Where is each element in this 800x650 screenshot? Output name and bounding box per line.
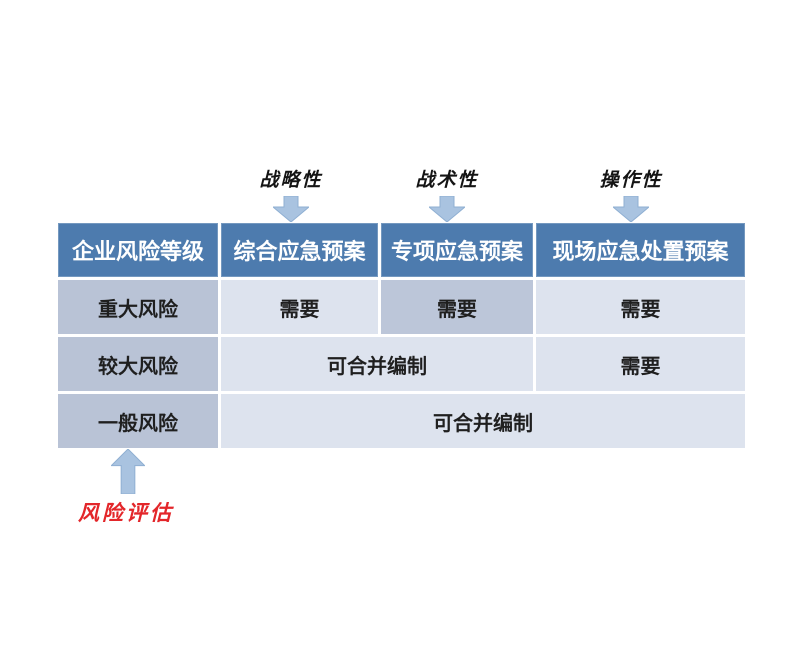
cell-major-special: 需要 [381,280,533,334]
row-label-major-risk: 重大风险 [58,280,218,334]
annotation-label-tactical: 战术性 [415,169,479,191]
header-onsite-plan: 现场应急处置预案 [536,223,745,277]
header-special-plan: 专项应急预案 [381,223,533,277]
annotation-operational: 操作性 [571,165,691,222]
down-arrow-icon [613,196,649,222]
annotation-tactical: 战术性 [387,165,507,222]
annotation-label-strategic: 战略性 [259,169,323,191]
cell-major-comprehensive: 需要 [221,280,378,334]
risk-assessment-label: 风险评估 [78,500,174,525]
cell-major-onsite: 需要 [536,280,745,334]
row-label-larger-risk: 较大风险 [58,337,218,391]
header-risk-level: 企业风险等级 [58,223,218,277]
annotation-label-operational: 操作性 [599,169,663,191]
cell-larger-merged: 可合并编制 [221,337,533,391]
cell-larger-onsite: 需要 [536,337,745,391]
header-comprehensive-plan: 综合应急预案 [221,223,378,277]
down-arrow-icon [429,196,465,222]
row-label-general-risk: 一般风险 [58,394,218,448]
risk-plan-table: 企业风险等级 综合应急预案 专项应急预案 现场应急处置预案 重大风险 需要 需要… [58,223,745,448]
down-arrow-icon [273,196,309,222]
cell-general-merged: 可合并编制 [221,394,745,448]
annotation-strategic: 战略性 [231,165,351,222]
up-arrow-icon [111,449,145,494]
